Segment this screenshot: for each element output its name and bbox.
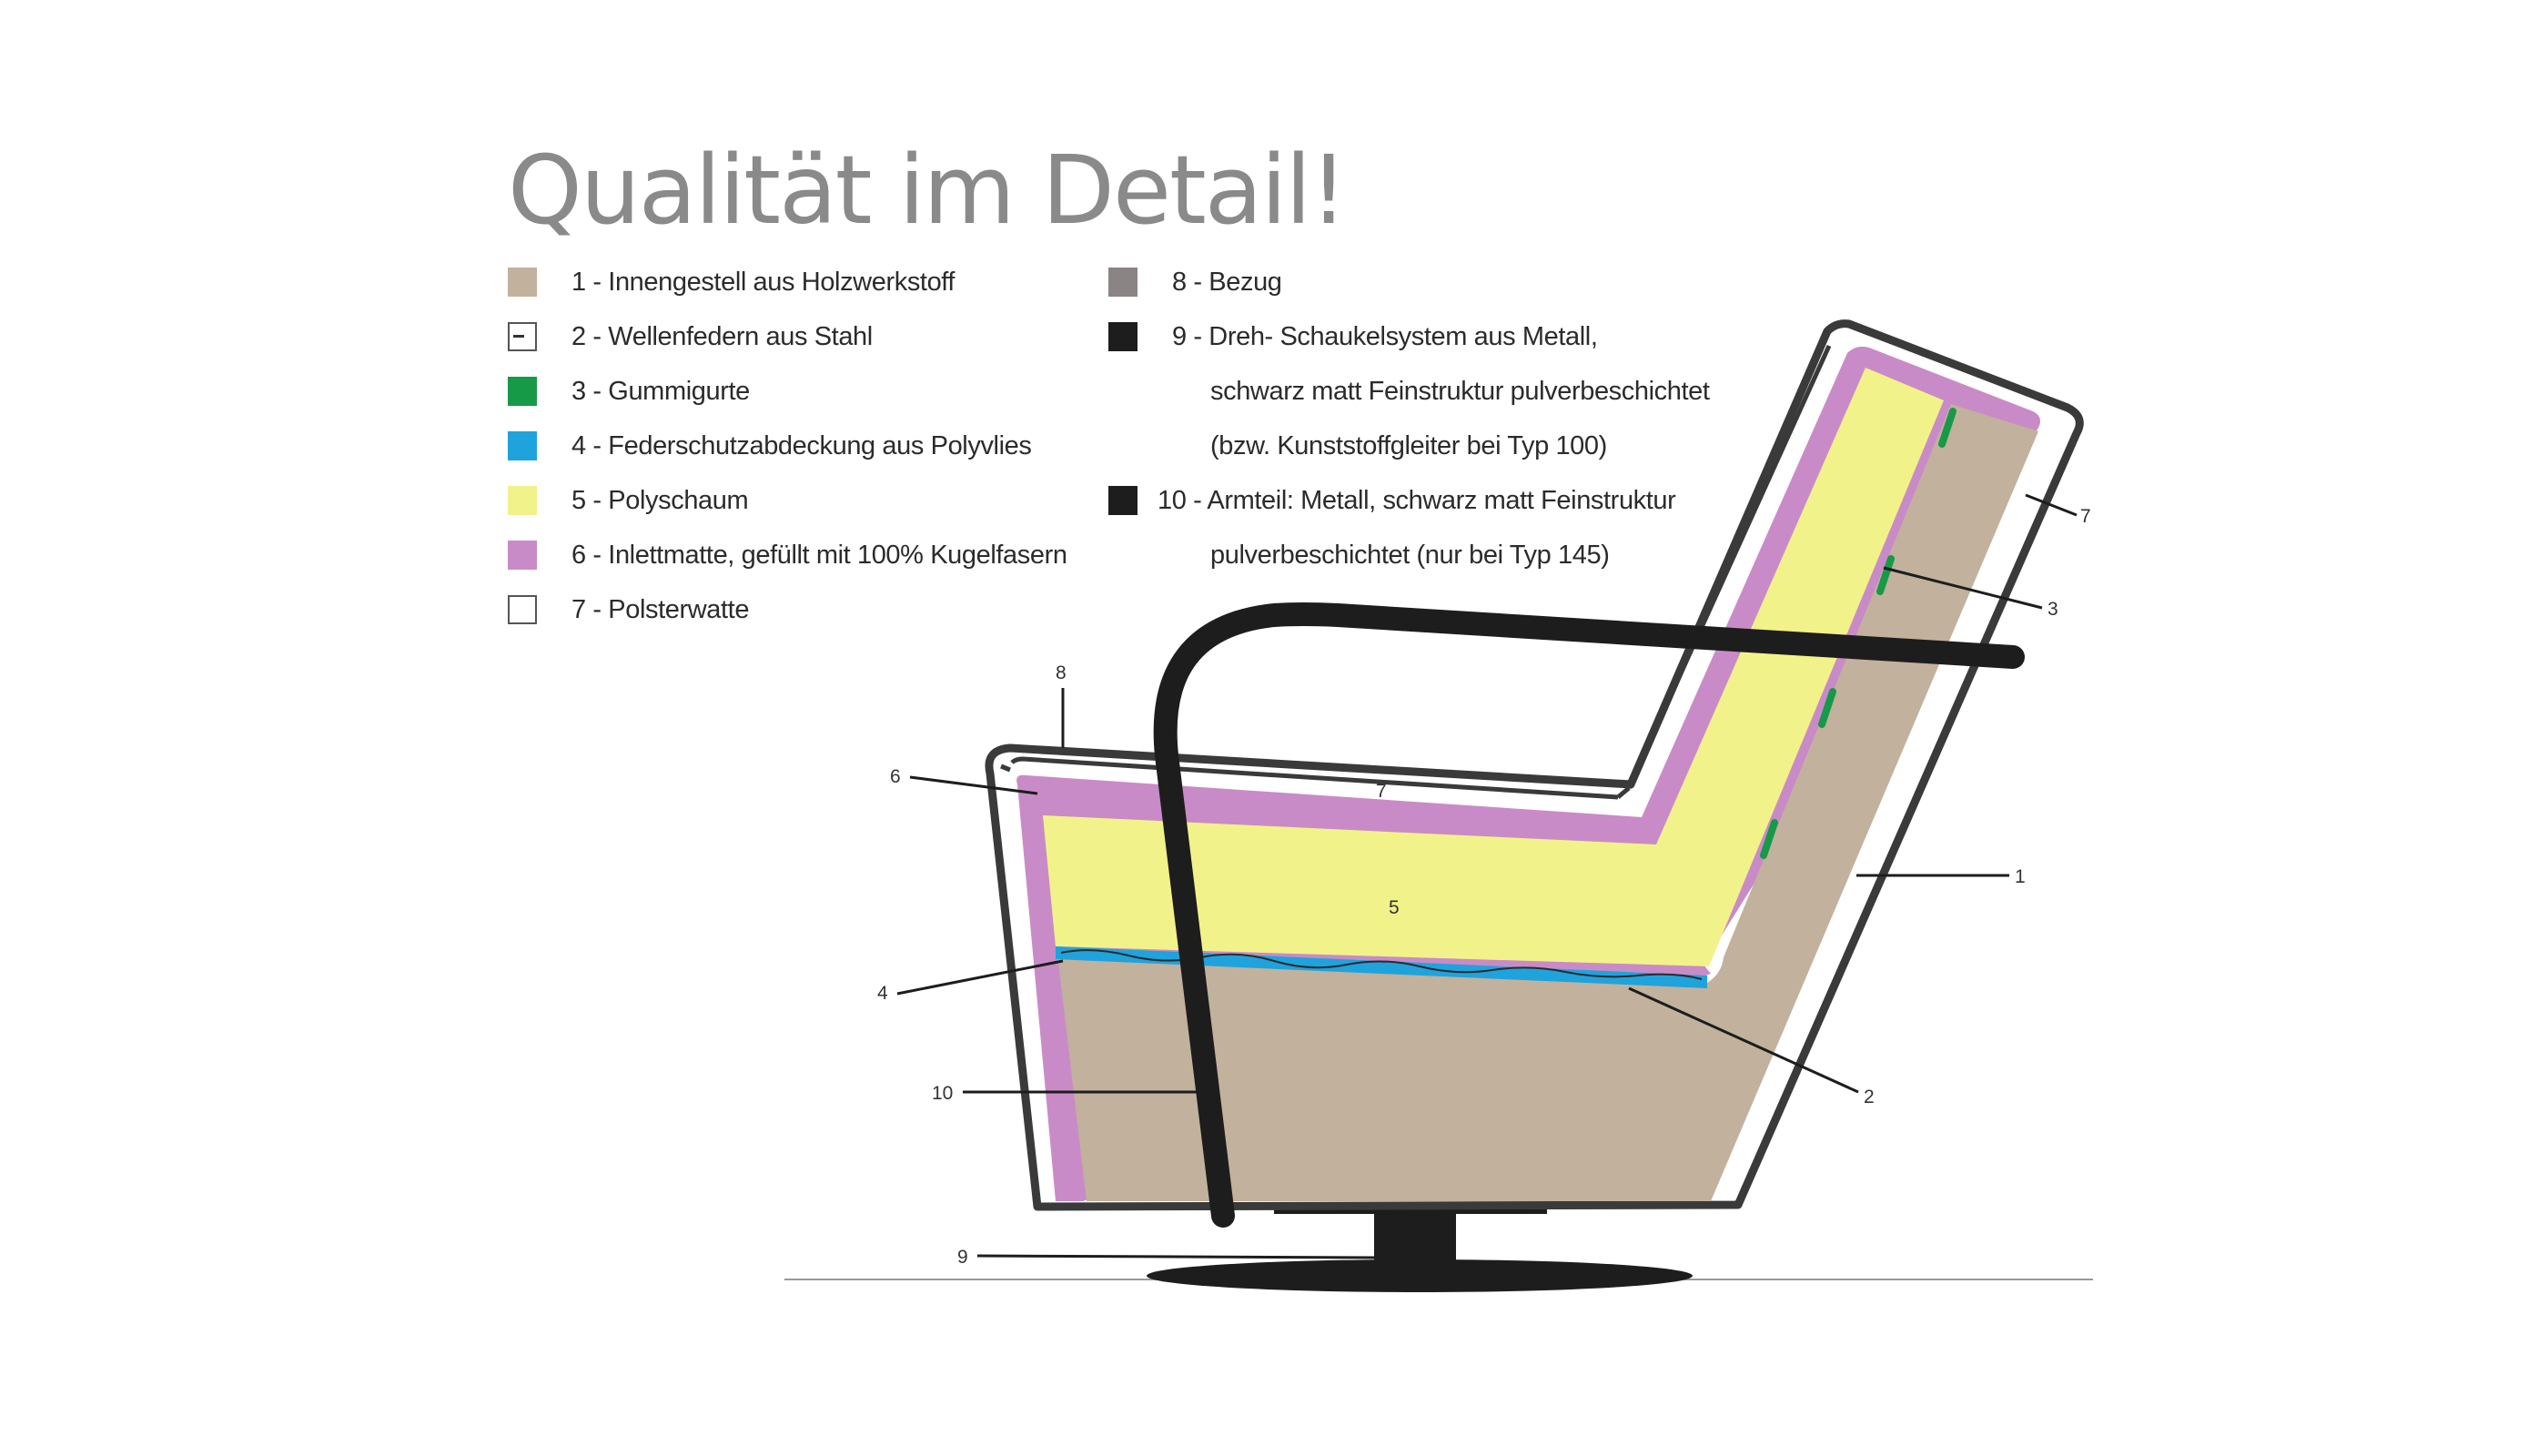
legend-label: 2 - Wellenfedern aus Stahl — [571, 322, 873, 351]
legend-label: 6 - Inlettmatte, gefüllt mit 100% Kugelf… — [571, 541, 1067, 570]
callout-1: 1 — [2015, 866, 2026, 887]
callout-4: 4 — [877, 983, 888, 1004]
rubber-belts — [1760, 408, 1956, 859]
swatch-frame — [508, 268, 537, 297]
page-title: Qualität im Detail! — [508, 135, 1348, 246]
callout-8: 8 — [1056, 662, 1067, 683]
inner-frame — [1057, 404, 2038, 1201]
polyfoam — [1043, 368, 1944, 966]
callout-2: 2 — [1864, 1087, 1875, 1107]
legend-item-9-line2: schwarz matt Feinstruktur pulverbeschich… — [1210, 377, 1710, 406]
swatch-spring-cover — [508, 431, 537, 460]
cover-inner-line — [1000, 756, 1619, 800]
armrest — [1153, 602, 2025, 1228]
swatch-inlett — [508, 541, 537, 570]
legend-label: 7 - Polsterwatte — [571, 595, 750, 624]
legend-item-9-line3: (bzw. Kunststoffgleiter bei Typ 100) — [1210, 431, 1607, 460]
callout-lines — [896, 493, 2078, 1259]
legend-label: 3 - Gummigurte — [571, 377, 750, 406]
swatch-springs — [508, 322, 537, 351]
legend-label: 5 - Polyschaum — [571, 486, 749, 515]
swatch-swivel — [1108, 322, 1138, 351]
swatch-armrest — [1108, 486, 1138, 515]
swatch-belts — [508, 377, 537, 406]
swatch-cover — [1108, 268, 1138, 297]
wave-springs — [1060, 949, 1703, 980]
callout-9: 9 — [957, 1247, 968, 1268]
legend-label: 8 - Bezug — [1172, 268, 1282, 297]
callout-10: 10 — [932, 1083, 953, 1104]
legend-item-10-line2: pulverbeschichtet (nur bei Typ 145) — [1210, 541, 1610, 570]
swatch-foam — [508, 486, 537, 515]
legend-label: 1 - Innengestell aus Holzwerkstoff — [571, 268, 956, 297]
dash-icon — [513, 335, 524, 338]
legend-label: 9 - Dreh- Schaukelsystem aus Metall, — [1172, 322, 1598, 351]
callout-6: 6 — [890, 766, 901, 787]
spring-cover — [1056, 946, 1707, 988]
legend-label: 10 - Armteil: Metall, schwarz matt Feins… — [1158, 486, 1676, 515]
swatch-wadding — [508, 595, 537, 624]
callout-7-seat: 7 — [1376, 781, 1387, 802]
callout-7-back: 7 — [2080, 506, 2091, 527]
legend-label: 4 - Federschutzabdeckung aus Polyvlies — [571, 431, 1032, 460]
callout-3: 3 — [2048, 599, 2058, 620]
callout-5: 5 — [1389, 897, 1400, 918]
cover-inner-line-back — [1616, 344, 1832, 799]
